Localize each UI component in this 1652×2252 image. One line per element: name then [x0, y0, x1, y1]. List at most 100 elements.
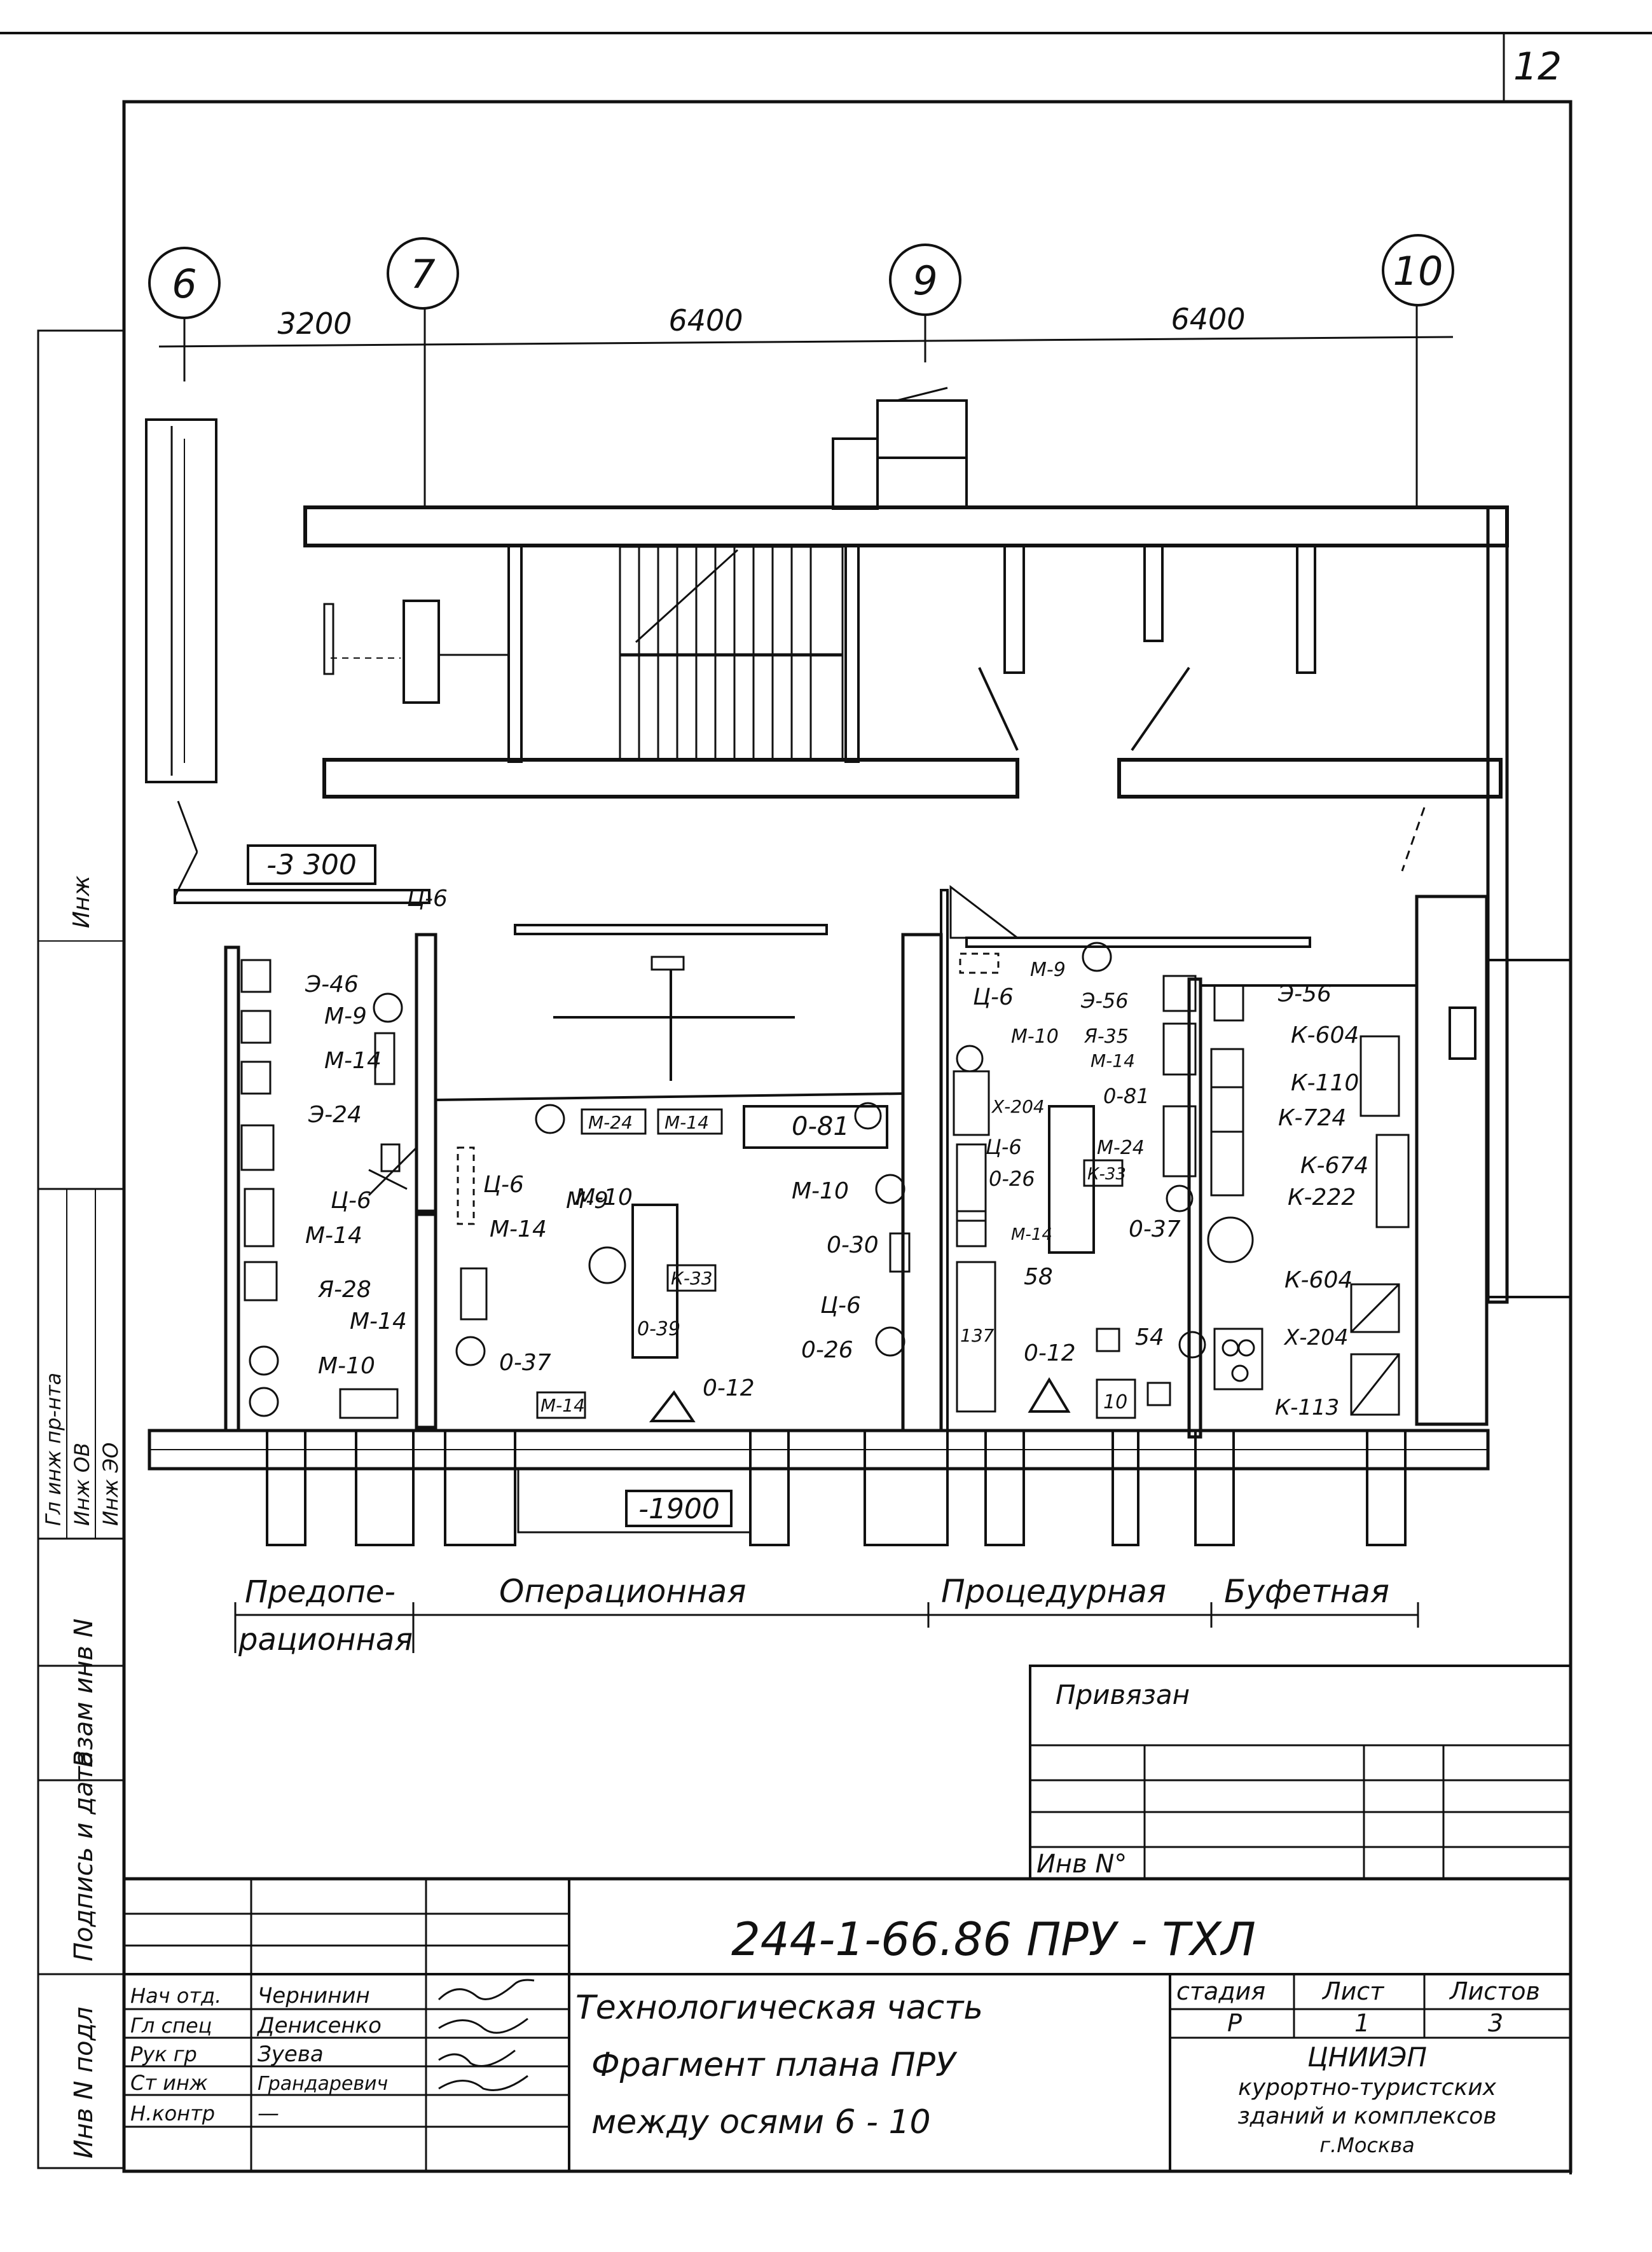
dimension-6400-b: 6400 — [1171, 302, 1245, 336]
stamp-vzam-inv: Взам инв N — [69, 1619, 99, 1768]
tag: М-14 — [1011, 1225, 1052, 1244]
org-line-4: г.Москва — [1319, 2133, 1415, 2157]
room-walls — [148, 889, 1571, 1546]
tag: К-33 — [671, 1268, 713, 1289]
tag: Э-46 — [305, 972, 359, 998]
binding-block: Привязан Инв N° — [1029, 1665, 1572, 1880]
stamp-inv-podl: Инв N подл — [69, 2007, 99, 2159]
org-line-2: курортно-туристских — [1238, 2075, 1497, 2101]
position-1: Нач отд. — [130, 1984, 221, 2008]
tag: М-9 — [324, 1003, 367, 1029]
tag: 0-37 — [499, 1350, 551, 1376]
left-stamp-strip: Инв N подл Подпись и дата Взам инв N Гл … — [37, 329, 125, 2169]
axis-bubble-10 — [1382, 234, 1454, 306]
room-label-preop-1: Предопе- — [245, 1574, 396, 1610]
tag: М-14 — [1091, 1050, 1135, 1071]
tag: М-24 — [1097, 1137, 1145, 1159]
tag: Э-56 — [1080, 989, 1129, 1013]
dimension-6400-a: 6400 — [668, 303, 743, 338]
tag: М-14 — [324, 1048, 382, 1074]
tag: М-14 — [350, 1308, 407, 1335]
room2-equipment — [455, 956, 911, 1422]
tag: Э-56 — [1277, 981, 1332, 1007]
title-block: 244-1-66.86 ПРУ - ТХЛ Нач отд. Гл спец Р… — [122, 1877, 1573, 2173]
equipment-tags: Ц-6 Э-46 М-9 М-14 Э-24 Ц-6 Ц-6 М-14 Я-28… — [305, 886, 1368, 1420]
axis-grid: 6 7 9 10 3200 6400 6400 — [148, 234, 1454, 509]
stamp-signature-date: Подпись и дата — [69, 1751, 99, 1961]
axis-label-9: 9 — [912, 257, 937, 304]
sheets-value: 3 — [1488, 2009, 1503, 2037]
sheets-label: Листов — [1449, 1977, 1540, 2005]
tag: 54 — [1135, 1324, 1164, 1350]
tag: М-9 — [566, 1188, 609, 1214]
axis-bubble-7 — [387, 237, 459, 310]
bound-label: Привязан — [1056, 1679, 1190, 1710]
position-4: Ст инж — [130, 2071, 208, 2095]
tag: М-10 — [575, 1184, 633, 1211]
sheet-number: 12 — [1513, 45, 1562, 89]
stamp-inzh: Инж — [69, 875, 95, 928]
level-minus-1900: -1900 — [638, 1493, 720, 1525]
tag: М-24 — [588, 1112, 633, 1133]
document-code: 244-1-66.86 ПРУ - ТХЛ — [731, 1912, 1256, 1966]
tag: 0-12 — [1024, 1340, 1076, 1366]
room1-equipment — [240, 959, 418, 1419]
room-labels: Предопе- рационная Операционная Процедур… — [234, 1573, 1419, 1658]
tag: М-14 — [540, 1395, 585, 1416]
stamp-inzh-ov: Инж ОВ — [70, 1443, 94, 1526]
tag: М-14 — [490, 1216, 547, 1242]
tag: М-10 — [318, 1353, 375, 1379]
tag: К-724 — [1278, 1105, 1346, 1131]
name-4: Грандаревич — [258, 2073, 388, 2095]
dimension-3200: 3200 — [277, 306, 352, 341]
tag: М-14 — [305, 1223, 362, 1249]
stage-label: стадия — [1176, 1977, 1265, 2005]
tag: К-113 — [1275, 1395, 1339, 1420]
name-3: Зуева — [258, 2042, 324, 2067]
tag: Я-35 — [1084, 1026, 1129, 1048]
name-1: Чернинин — [258, 1983, 370, 2008]
sheet-value: 1 — [1354, 2009, 1370, 2037]
tag: М-10 — [792, 1178, 849, 1204]
sheet-frame: 12 — [0, 32, 1652, 2174]
name-5: — — [258, 2101, 279, 2126]
tag: 0-81 — [792, 1112, 850, 1141]
axis-label-7: 7 — [410, 251, 435, 298]
position-5: Н.контр — [130, 2101, 215, 2125]
tag: Я-28 — [317, 1277, 371, 1303]
tag: 0-37 — [1129, 1216, 1181, 1242]
tag: Ц-6 — [986, 1135, 1022, 1159]
tag: 137 — [960, 1325, 995, 1346]
tag: 10 — [1103, 1391, 1127, 1413]
tag: К-222 — [1288, 1184, 1356, 1211]
tag: К-110 — [1291, 1070, 1359, 1096]
tag: Х-204 — [991, 1096, 1045, 1117]
tag: 0-81 — [1103, 1084, 1150, 1108]
tag: 0-26 — [989, 1167, 1035, 1191]
title-line-1: Технологическая часть — [575, 1989, 983, 2027]
dimension-line — [158, 336, 1454, 348]
tag: Ц-6 — [331, 1188, 371, 1214]
upper-corridor — [145, 387, 1509, 1304]
room-label-buffet: Буфетная — [1224, 1573, 1389, 1610]
stage-value: Р — [1227, 2009, 1242, 2037]
org-line-3: зданий и комплексов — [1237, 2103, 1496, 2129]
level-marks: -3 300 -1900 — [247, 844, 733, 1527]
stamp-inzh-eo: Инж ЭО — [99, 1443, 123, 1526]
tag: К-674 — [1300, 1153, 1368, 1179]
tag: 58 — [1024, 1264, 1053, 1290]
signatures — [437, 1979, 535, 2091]
tag: К-604 — [1284, 1267, 1353, 1293]
title-line-3: между осями 6 - 10 — [591, 2103, 931, 2141]
tag: Ц-6 — [407, 886, 448, 912]
tag: 0-30 — [827, 1232, 879, 1258]
name-2: Денисенко — [256, 2013, 382, 2038]
room-label-procedure: Процедурная — [941, 1573, 1166, 1610]
sheet-label: Лист — [1321, 1977, 1385, 2005]
org-line-1: ЦНИИЭП — [1307, 2042, 1427, 2073]
room-label-operating: Операционная — [499, 1573, 746, 1610]
tag: М-14 — [664, 1112, 709, 1133]
inv-number-label: Инв N° — [1036, 1850, 1127, 1879]
tag: 0-12 — [703, 1375, 755, 1401]
